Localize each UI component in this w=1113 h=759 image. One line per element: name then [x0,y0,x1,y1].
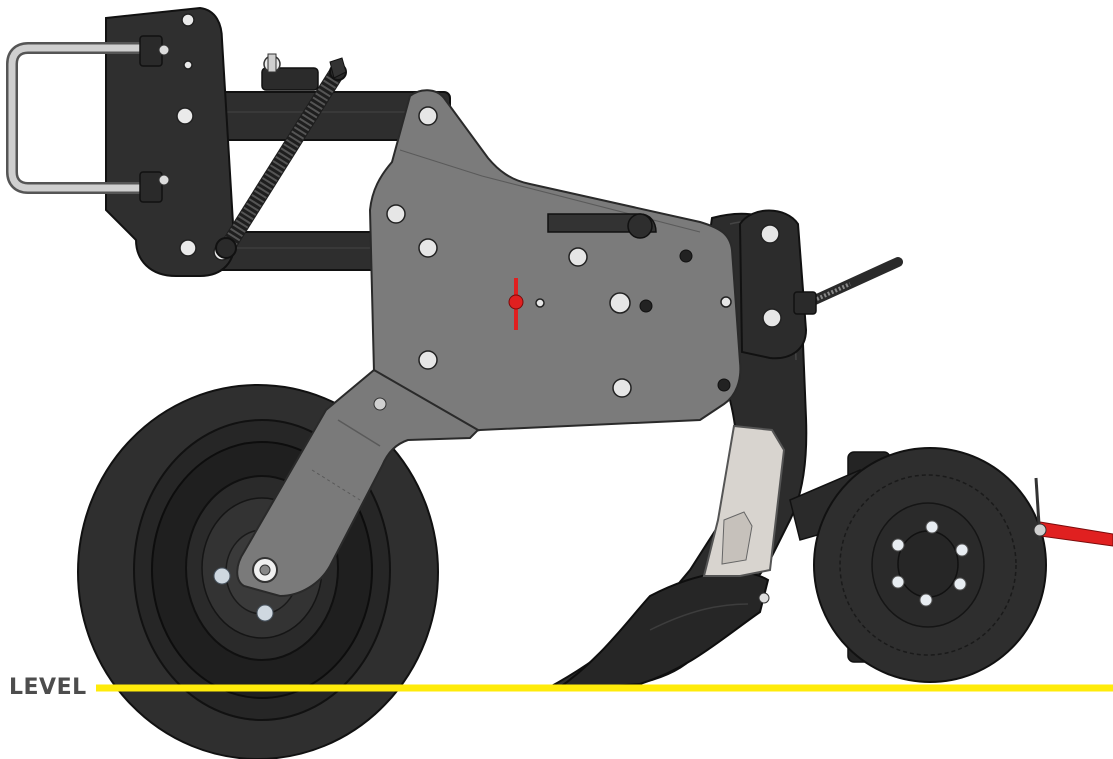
adjustment-screw [793,257,903,315]
tension-spring [215,57,347,259]
top-pivot-hardware [261,53,319,91]
main-side-plate [368,89,742,440]
mounting-handle [5,35,170,203]
plate-bolts [386,106,732,398]
shank-shield [702,424,786,604]
opener-point [552,571,770,692]
rear-pivot-bracket [738,209,808,360]
disc-hub-bolts [891,520,969,607]
level-label: LEVEL [9,675,87,700]
closing-disc [789,447,1047,683]
gauge-wheel-arm [236,368,480,598]
depth-indicator [508,278,524,330]
depth-pin [1033,477,1113,547]
